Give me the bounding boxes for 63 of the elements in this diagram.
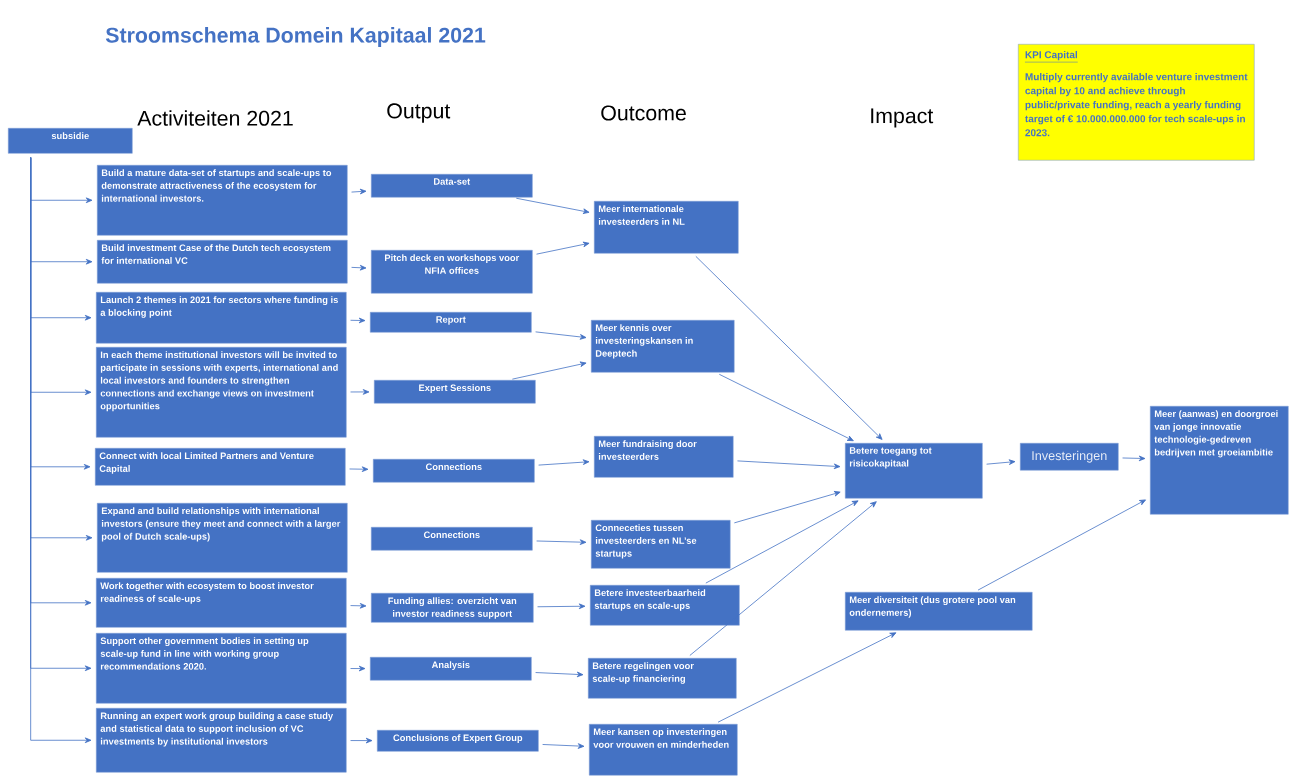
process-box: Funding allies: overzicht van investor readiness support <box>371 593 534 623</box>
arrow <box>733 491 841 524</box>
arrow <box>350 737 373 744</box>
process-box: Pitch deck en workshops voor NFIA offices <box>371 250 533 294</box>
process-box: Work together with ecosystem to boost investor readiness of scale-ups <box>96 578 347 628</box>
arrow <box>511 361 587 380</box>
process-box: Investeringen <box>1020 443 1119 471</box>
process-box: Connections <box>371 527 533 551</box>
process-box: Launch 2 themes in 2021 for sectors where funding is a blocking point <box>96 292 347 344</box>
arrow <box>542 743 585 749</box>
arrow <box>689 501 877 656</box>
process-box: subsidie <box>8 128 133 154</box>
process-box: Meer (aanwas) en doorgroei van jonge innovatie technologie-gedreven bedrijven met groeiambitie <box>1150 406 1289 515</box>
arrow <box>977 499 1146 591</box>
process-box: Connect with local Limited Partners and Venture Capital <box>95 448 346 486</box>
arrow <box>351 188 367 195</box>
process-box: Betere regelingen voor scale-up financiering <box>588 658 737 699</box>
process-box: Build investment Case of the Dutch tech ecosystem for international VC <box>97 240 348 284</box>
arrow <box>1122 455 1146 462</box>
process-box: Betere investeerbaarheid startups en scale-ups <box>590 585 740 626</box>
arrow <box>349 466 369 472</box>
process-box: Conclusions of Expert Group <box>377 730 539 752</box>
column-heading: Outcome <box>601 105 686 121</box>
process-box: Meer kansen op investeringen voor vrouwen en minderheden <box>589 724 738 776</box>
arrow <box>535 671 584 678</box>
process-box: Meer fundraising door investeerders <box>594 436 734 478</box>
arrow <box>350 317 366 324</box>
process-box: Expand and build relationships with international investors (ensure they meet and connect with a larger pool of Dutch scale-ups) <box>97 503 348 573</box>
column-heading: Output <box>387 103 451 123</box>
arrow <box>717 632 897 723</box>
process-box: Data-set <box>371 174 533 198</box>
arrow <box>705 500 859 584</box>
arrow <box>695 255 883 440</box>
arrow <box>537 603 586 610</box>
title: Stroomschema Domein Kapitaal 2021 <box>105 27 486 47</box>
column-heading: Activiteiten 2021 <box>137 110 293 126</box>
arrow <box>515 197 590 214</box>
arrow <box>536 241 590 255</box>
process-box: Conneceties tussen investeerders en NL’se startups <box>591 520 731 569</box>
process-box: Connections <box>373 459 535 483</box>
arrow <box>718 373 854 442</box>
process-box: Meer internationale investeerders in NL <box>594 201 739 254</box>
process-box: Meer diversiteit (dus grotere pool van ondernemers) <box>845 592 1033 631</box>
process-box: Report <box>370 312 532 333</box>
arrow <box>350 603 367 609</box>
process-box: Support other government bodies in setting up scale-up fund in line with working group recommendations 2020. <box>96 633 347 704</box>
kpi-note: KPI Capital Multiply currently available venture investment capital by 10 and achieve through public/private funding, reach a yearly funding target of € 10.000.000.000 for tech scale-ups in 2023. <box>1018 44 1255 161</box>
arrow <box>986 459 1016 465</box>
process-box: In each theme institutional investors will be invited to participate in sessions with experts, international and local investors and founders to strengthen connections and exchange views on investment opportunities <box>96 347 347 438</box>
process-box: Build a mature data-set of startups and scale-ups to demonstrate attractiveness of the ecosystem for international investors. <box>97 165 348 236</box>
process-box: Analysis <box>370 657 532 681</box>
column-heading: Impact <box>871 108 934 128</box>
arrow <box>536 539 587 545</box>
arrow <box>350 389 370 395</box>
arrow <box>351 264 367 271</box>
process-box: Meer kennis over investeringskansen in Deeptech <box>591 320 735 373</box>
arrow <box>538 459 590 466</box>
process-box: Betere toegang tot risicokapitaal <box>845 443 983 499</box>
process-box: Expert Sessions <box>374 380 536 404</box>
arrow <box>350 665 366 672</box>
arrow <box>535 331 587 340</box>
arrow <box>737 460 841 470</box>
process-box: Running an expert work group building a case study and statistical data to support inclusion of VC investments by institutional investors <box>96 708 347 773</box>
